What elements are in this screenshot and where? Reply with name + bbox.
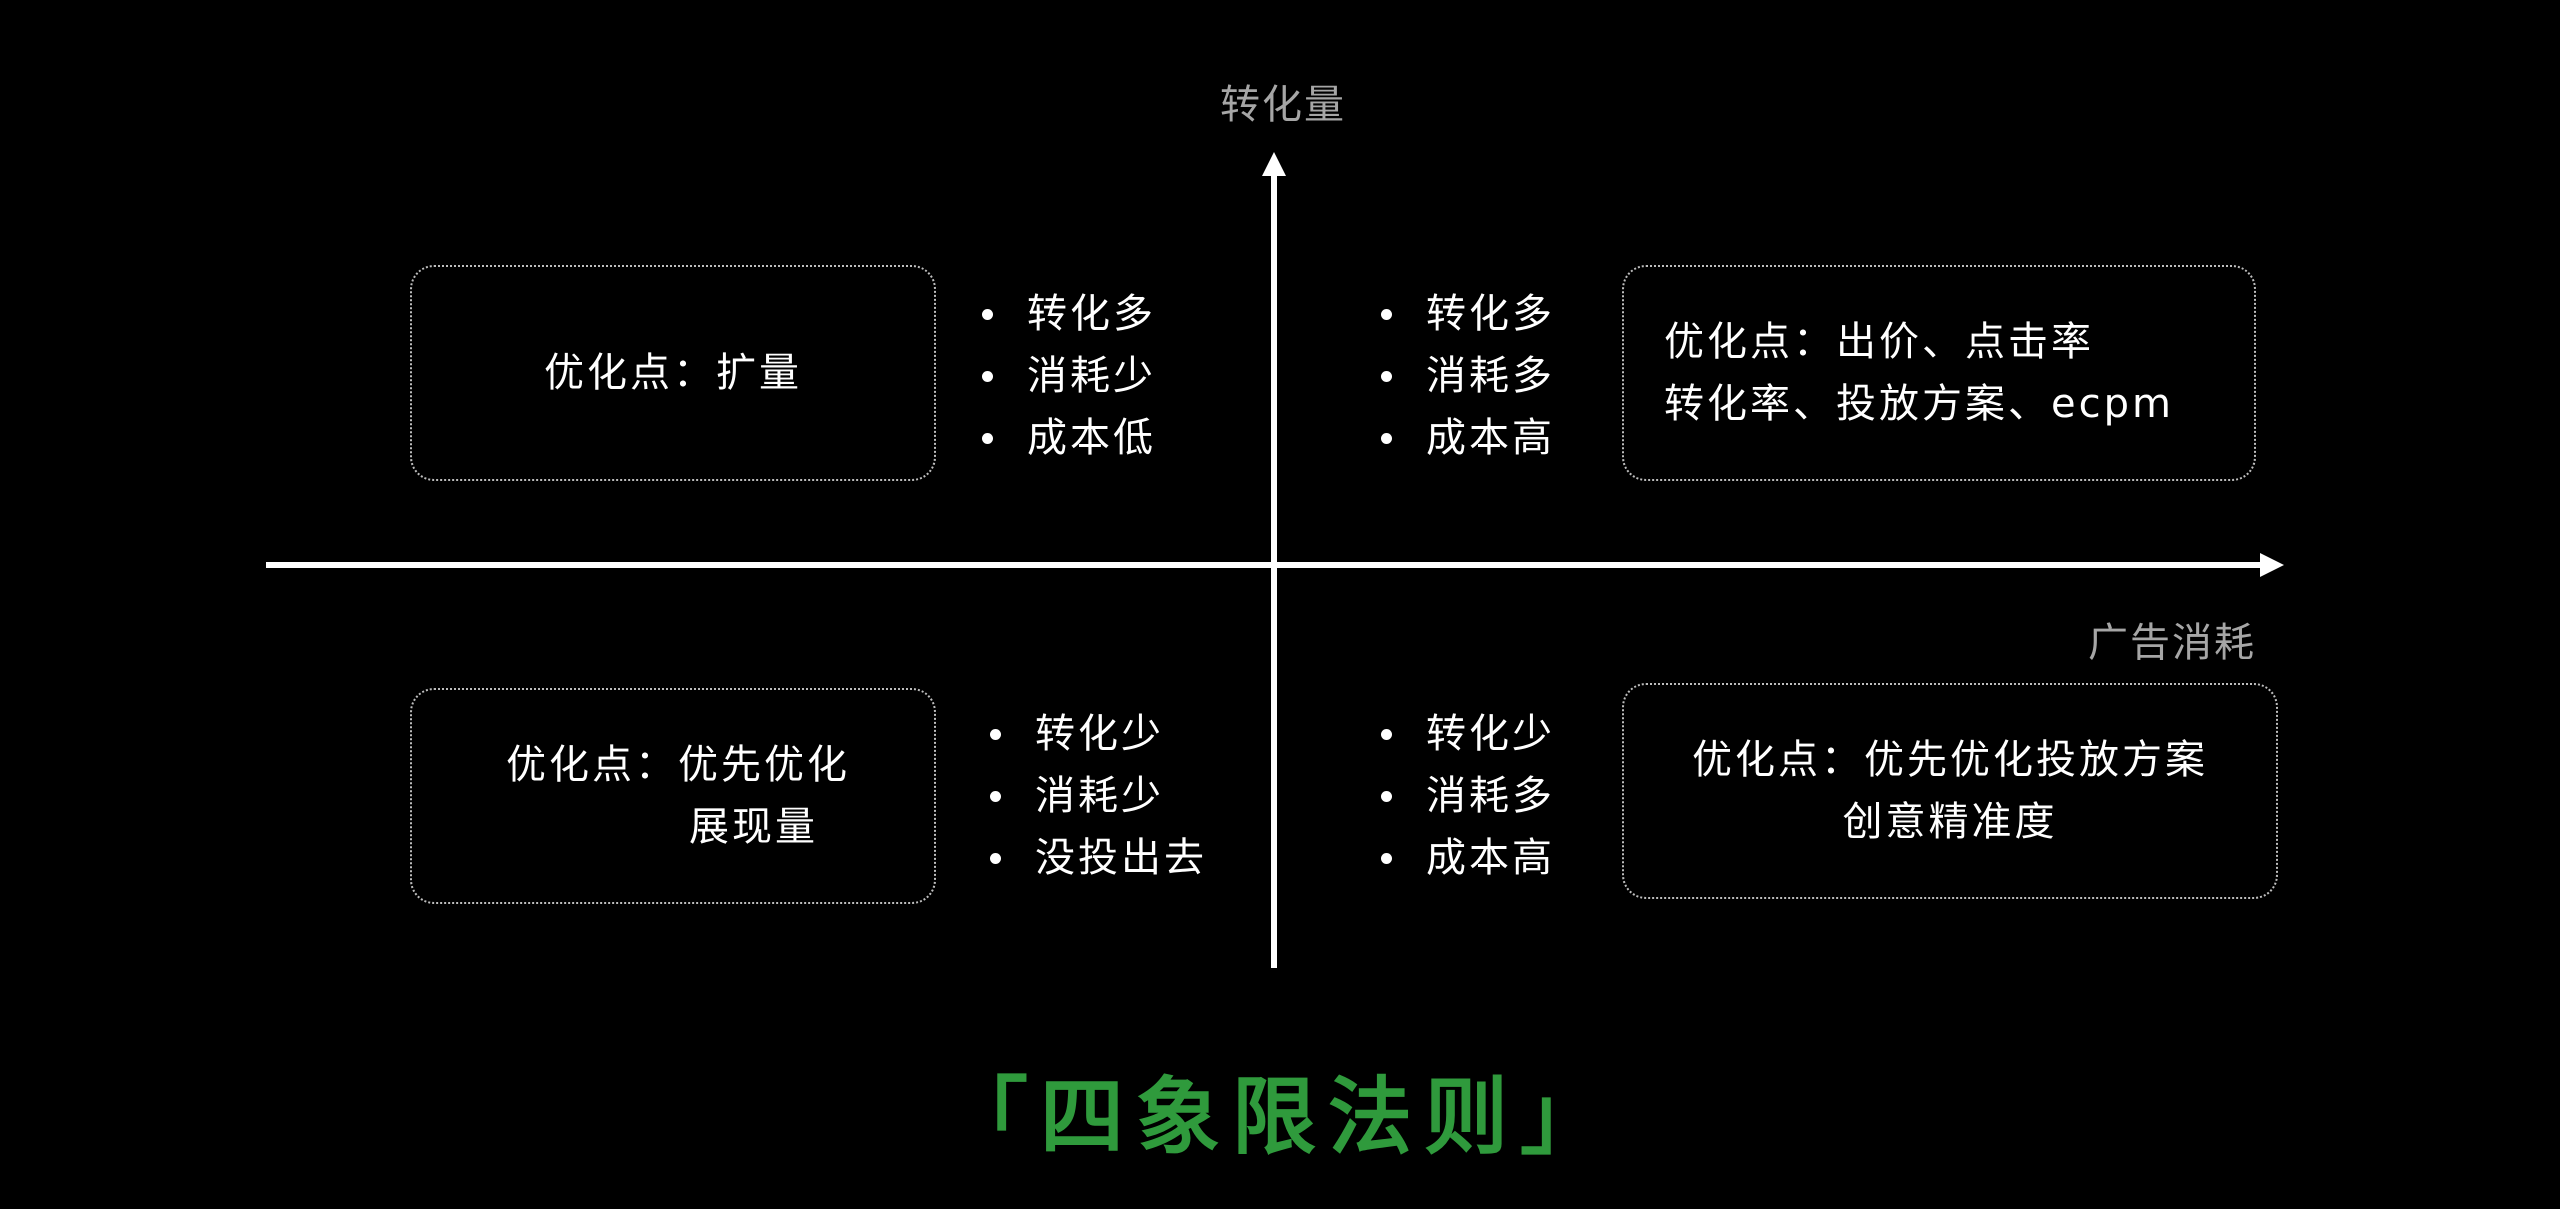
list-item: 成本高: [1381, 827, 1555, 889]
quadrant-top-right-box: 优化点：出价、点击率 转化率、投放方案、ecpm: [1622, 265, 2256, 481]
quadrant-bottom-right-optimization: 优化点：优先优化投放方案 创意精准度: [1692, 737, 2208, 845]
bullet-icon: [990, 790, 1001, 802]
list-item: 消耗少: [990, 765, 1207, 827]
list-item: 没投出去: [990, 827, 1207, 889]
y-axis-label: 转化量: [1220, 82, 1346, 128]
list-item: 转化少: [1381, 703, 1555, 765]
quadrant-bottom-left-box: 优化点：优先优化 展现量: [410, 688, 936, 904]
bullet-icon: [1381, 790, 1392, 802]
bullet-icon: [990, 852, 1001, 864]
quadrant-bottom-left-optimization: 优化点：优先优化 展现量: [506, 742, 850, 850]
list-item: 转化少: [990, 703, 1207, 765]
bullet-icon: [1381, 370, 1392, 382]
list-item: 消耗多: [1381, 345, 1555, 407]
quadrant-top-left-optimization: 优化点：扩量: [544, 350, 802, 396]
bullet-icon: [1381, 432, 1392, 444]
list-item: 消耗少: [982, 345, 1156, 407]
quadrant-bottom-right-list: 转化少 消耗多 成本高: [1381, 703, 1555, 889]
bullet-icon: [982, 370, 993, 382]
quadrant-top-right-optimization: 优化点：出价、点击率 转化率、投放方案、ecpm: [1664, 319, 2174, 427]
bullet-icon: [1381, 308, 1392, 320]
quadrant-bottom-right-box: 优化点：优先优化投放方案 创意精准度: [1622, 683, 2278, 899]
list-item: 成本高: [1381, 407, 1555, 469]
y-axis-line: [1271, 168, 1277, 968]
y-axis-arrow-icon: [1262, 152, 1286, 176]
list-item: 转化多: [1381, 283, 1555, 345]
list-item: 成本低: [982, 407, 1156, 469]
list-item: 转化多: [982, 283, 1156, 345]
diagram-title: 「四象限法则」: [943, 1068, 1616, 1166]
bullet-icon: [990, 728, 1001, 740]
quadrant-top-right-list: 转化多 消耗多 成本高: [1381, 283, 1555, 469]
x-axis-label: 广告消耗: [2088, 620, 2256, 666]
bullet-icon: [1381, 728, 1392, 740]
quadrant-top-left-list: 转化多 消耗少 成本低: [982, 283, 1156, 469]
quadrant-bottom-left-list: 转化少 消耗少 没投出去: [990, 703, 1207, 889]
bullet-icon: [982, 432, 993, 444]
bullet-icon: [1381, 852, 1392, 864]
x-axis-arrow-icon: [2260, 553, 2284, 577]
bullet-icon: [982, 308, 993, 320]
list-item: 消耗多: [1381, 765, 1555, 827]
x-axis-line: [266, 562, 2270, 568]
quadrant-top-left-box: 优化点：扩量: [410, 265, 936, 481]
